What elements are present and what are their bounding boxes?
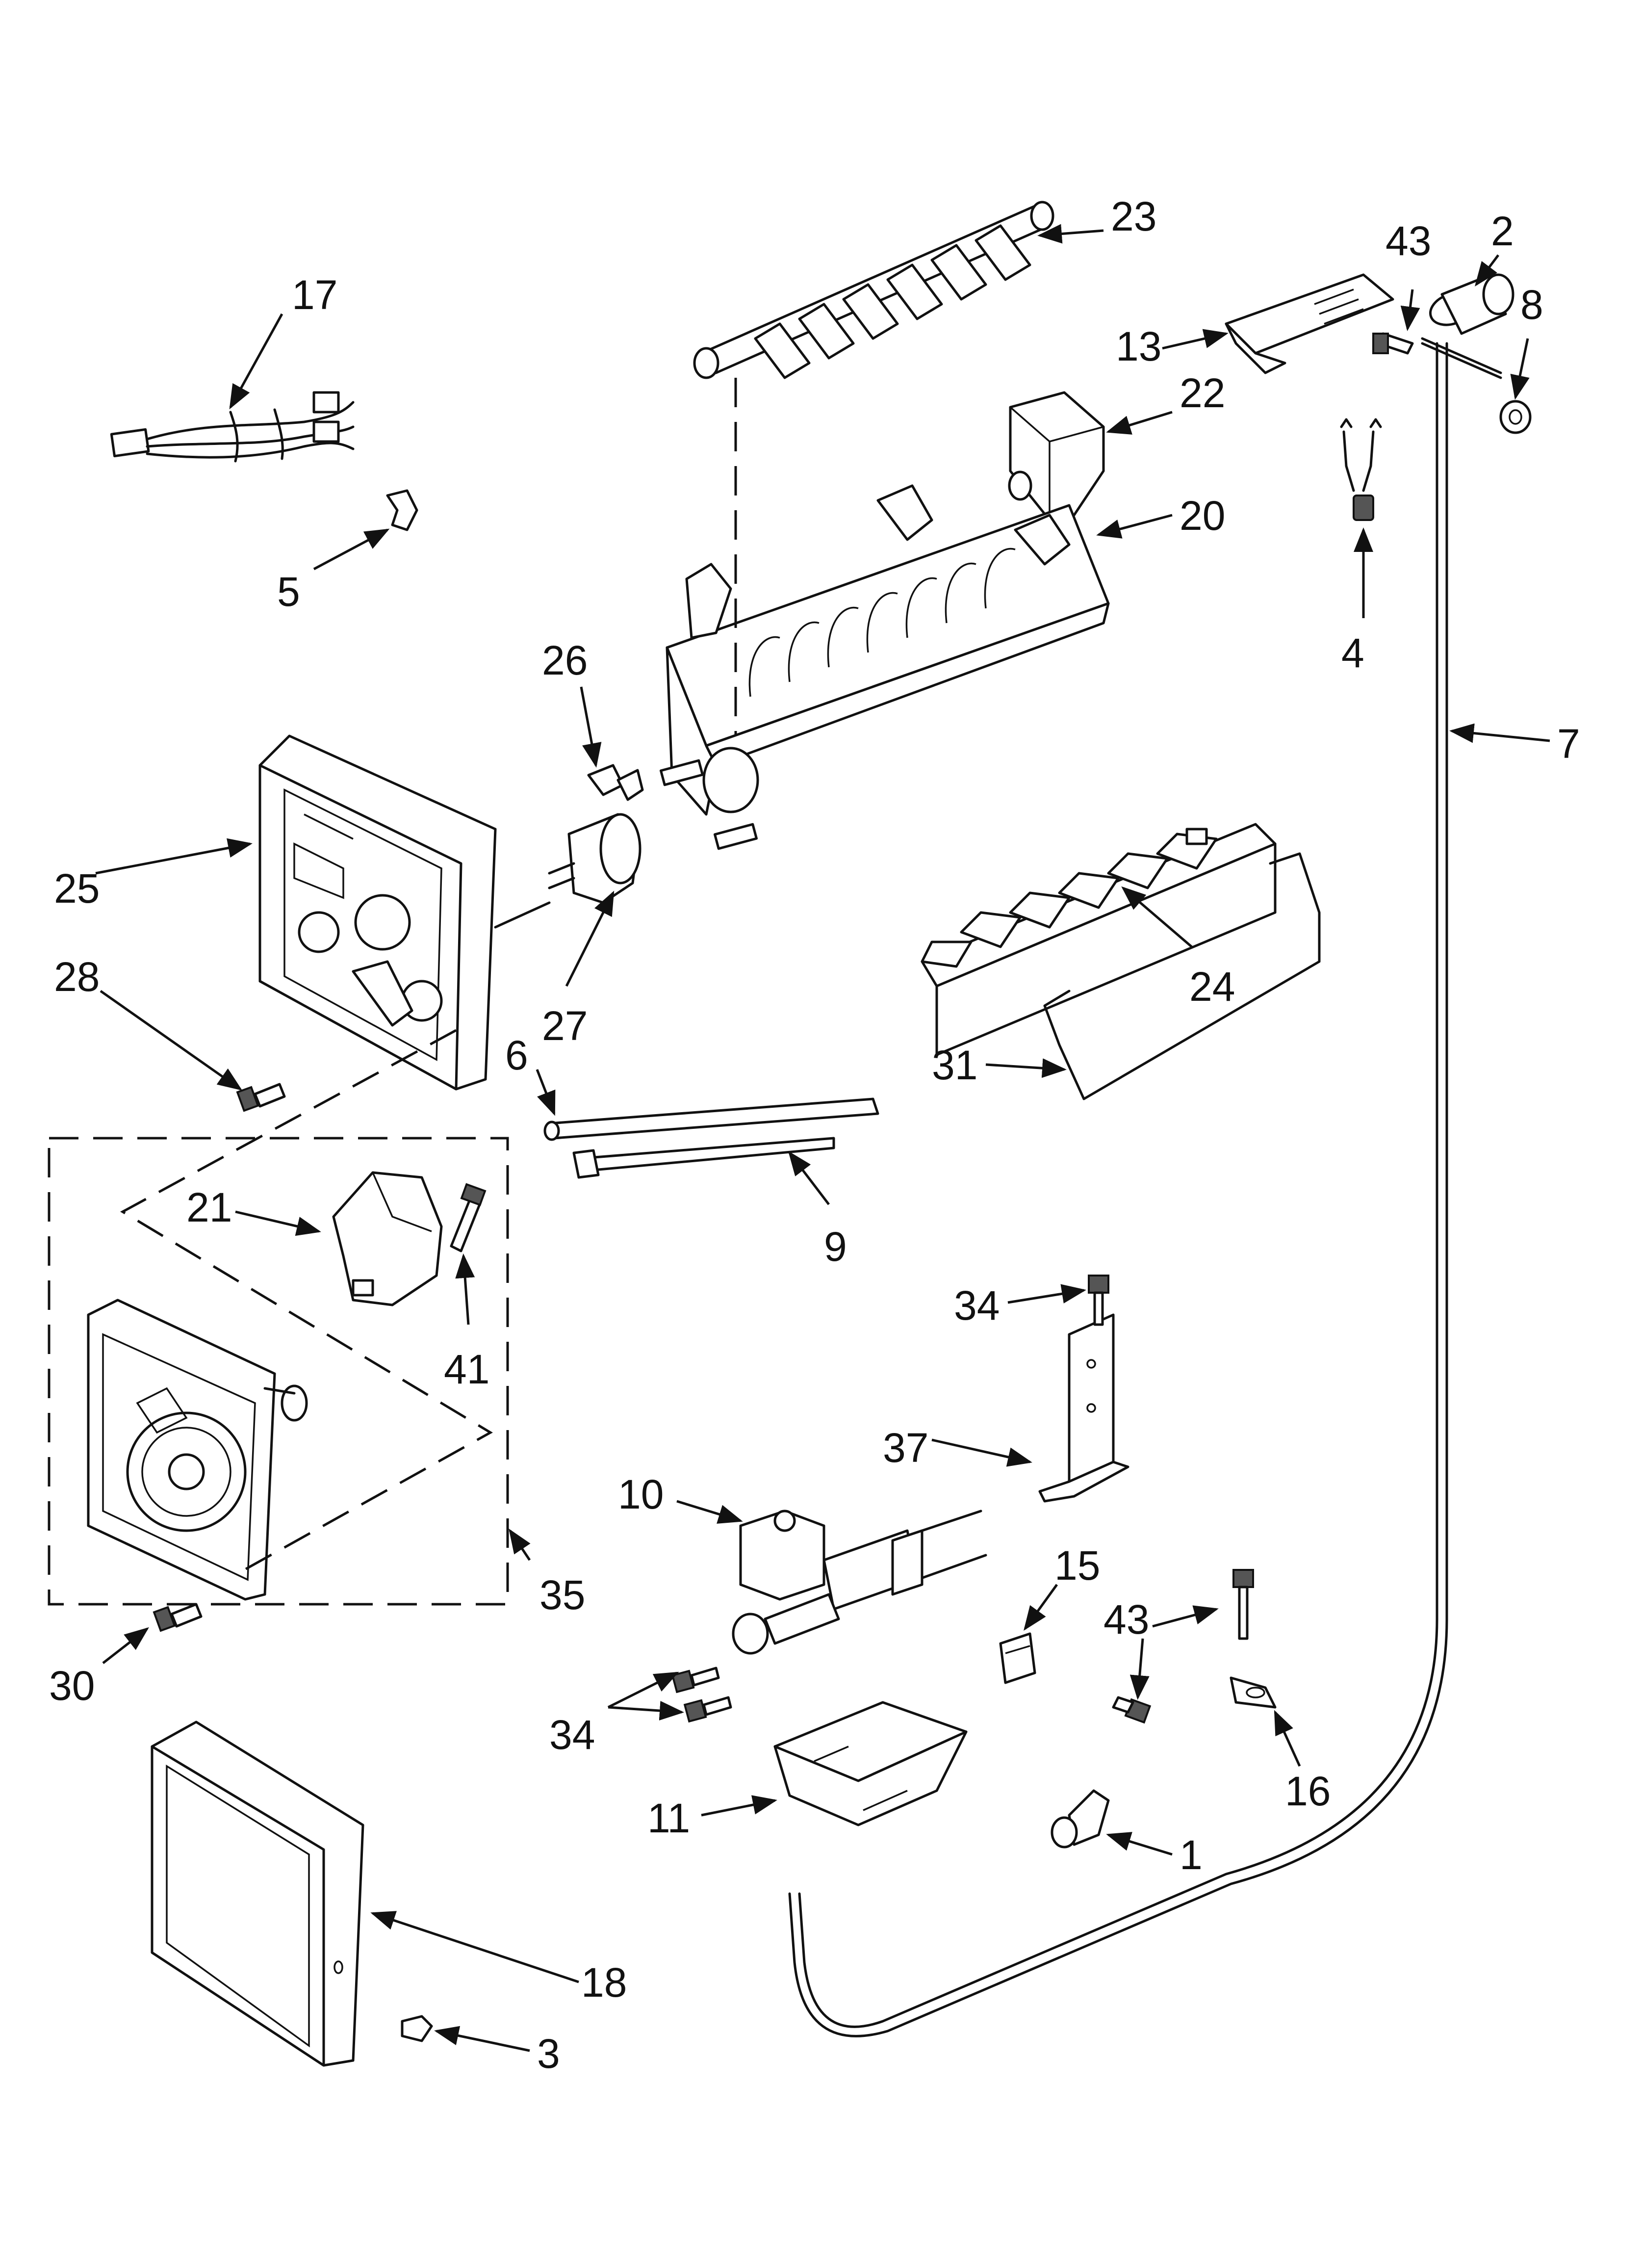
callout-6: 6 [505, 1032, 528, 1078]
callout-26: 26 [542, 637, 588, 683]
callout-20: 20 [1180, 493, 1225, 539]
part-34-screws-lower [671, 1667, 732, 1723]
part-6-tube [543, 1097, 879, 1141]
part-24-ice-stripper [921, 823, 1277, 1056]
callout-13: 13 [1116, 323, 1161, 369]
callout-43-bottom: 43 [1103, 1596, 1149, 1642]
part-25-housing [258, 734, 497, 1091]
part-15-clamp [999, 1632, 1036, 1684]
callout-11: 11 [647, 1795, 690, 1841]
callout-22: 22 [1180, 370, 1225, 416]
part-43-screw-top [1372, 332, 1414, 355]
part-5-clip [386, 489, 418, 531]
callout-8: 8 [1520, 282, 1543, 328]
part-31-shutoff-arm [1043, 852, 1321, 1100]
callout-41: 41 [444, 1346, 489, 1392]
leader-lines [95, 224, 1550, 2052]
part-35-module-board [87, 1299, 308, 1601]
part-43-screws-lower [1112, 1569, 1254, 1724]
callout-16: 16 [1285, 1768, 1331, 1814]
callout-35: 35 [539, 1572, 585, 1618]
part-18-front-cover [151, 1721, 364, 2067]
part-10-water-valve [732, 1510, 987, 1655]
callout-15: 15 [1054, 1542, 1100, 1589]
callout-21: 21 [186, 1184, 232, 1230]
callout-25: 25 [54, 865, 100, 912]
callout-37: 37 [883, 1425, 928, 1471]
part-3-plug [401, 2015, 433, 2042]
part-41-screw [450, 1183, 487, 1252]
part-7-water-tube [788, 337, 1502, 2037]
part-9-tube [572, 1137, 835, 1179]
part-21-motor-cover [332, 1171, 443, 1306]
callout-4: 4 [1341, 630, 1364, 676]
part-27-motor [548, 813, 641, 904]
part-26-clip [587, 764, 644, 801]
part-8-washer [1499, 400, 1532, 434]
callout-2: 2 [1491, 208, 1514, 254]
part-30-screw [153, 1603, 203, 1632]
part-4-thermostat [1340, 418, 1382, 521]
part-11-valve-bracket [773, 1701, 968, 1826]
callout-7: 7 [1557, 721, 1580, 767]
part-13-shutoff-arm-cover [1225, 273, 1394, 374]
part-17-wire-harness [110, 391, 355, 463]
part-28-screw [236, 1083, 286, 1112]
callout-5: 5 [277, 569, 300, 615]
callout-34-top: 34 [954, 1282, 1000, 1329]
callouts: 23 43 2 17 8 13 22 20 5 4 26 7 25 24 28 … [49, 193, 1580, 2077]
part-22-fill-cup [1008, 391, 1105, 531]
callout-17: 17 [292, 272, 337, 318]
callout-30: 30 [49, 1663, 95, 1709]
callout-34-bottom: 34 [549, 1712, 595, 1758]
callout-3: 3 [537, 2031, 560, 2077]
callout-28: 28 [54, 954, 100, 1000]
callout-10: 10 [618, 1471, 664, 1517]
callout-1: 1 [1180, 1832, 1203, 1878]
callout-9: 9 [824, 1224, 847, 1270]
part-37-bracket [1038, 1313, 1129, 1503]
callout-27: 27 [542, 1003, 588, 1049]
callout-24: 24 [1189, 964, 1235, 1010]
part-20-ice-mold [659, 484, 1110, 850]
part-16-clamp [1230, 1676, 1277, 1709]
part-2-grommet [1429, 273, 1514, 335]
part-34-screw-top [1088, 1275, 1109, 1326]
part-1-fitting [1051, 1789, 1110, 1849]
callout-31: 31 [932, 1042, 977, 1088]
part-23-ejector-shaft [693, 201, 1054, 379]
callout-23: 23 [1111, 193, 1156, 239]
callout-18: 18 [581, 1959, 627, 2006]
callout-43-top: 43 [1385, 218, 1431, 264]
